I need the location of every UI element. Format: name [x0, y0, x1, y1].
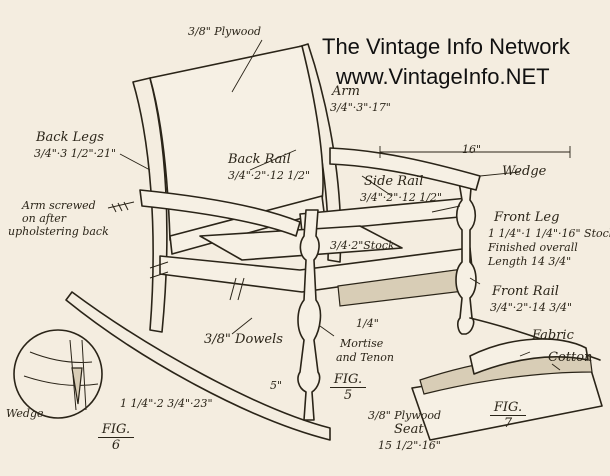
- figure-7-prefix: FIG.: [493, 400, 523, 415]
- label-quarter: 1/4": [356, 317, 379, 330]
- label-arm-screw-2: on after: [22, 212, 67, 225]
- label-arm-screw-1: Arm screwed: [22, 199, 96, 212]
- screw-icon: [107, 201, 135, 213]
- fig6-wedge: [71, 367, 83, 405]
- label-back-legs-dims: 3/4"·3 1/2"·21": [34, 147, 117, 160]
- label-fabric: Fabric: [532, 328, 574, 343]
- label-rocker-dims: 1 1/4"·2 3/4"·23": [120, 397, 213, 410]
- fig6-joint: [23, 339, 99, 411]
- label-five: 5": [270, 379, 283, 392]
- figure-6-number: 6: [98, 437, 134, 453]
- label-side-rail-dims: 3/4"·2"·12 1/2": [360, 191, 443, 204]
- front-leg-left: [297, 209, 322, 421]
- header-url: www.VintageInfo.NET: [336, 64, 550, 89]
- fig7-fabric: [469, 338, 589, 375]
- label-side-rail-title: Side Rail: [364, 174, 424, 189]
- label-dowels: 3/8" Dowels: [204, 332, 283, 347]
- figure-5-caption: FIG. 5: [330, 372, 366, 403]
- label-seat-1: 3/8" Plywood: [368, 409, 442, 422]
- leader-lines: [119, 39, 561, 371]
- label-mortise-2: and Tenon: [336, 351, 394, 364]
- rocker: [65, 291, 331, 441]
- label-cotton: Cotton: [548, 350, 593, 365]
- back-leg-left: [132, 77, 168, 333]
- label-front-leg-1: Front Leg: [494, 210, 560, 225]
- label-back-legs-title: Back Legs: [36, 130, 104, 145]
- label-front-leg-2: 1 1/4"·1 1/4"·16" Stock: [488, 227, 610, 240]
- dimension-16: [379, 146, 571, 158]
- label-wedge-small: Wedge: [6, 407, 44, 420]
- label-wedge: Wedge: [502, 164, 547, 179]
- label-front-rail-title: Front Rail: [492, 284, 559, 299]
- label-back-rail-title: Back Rail: [228, 152, 291, 167]
- label-arm-title: Arm: [332, 84, 360, 99]
- label-seat-2: Seat: [394, 422, 424, 437]
- fig6-detail-circle: [13, 329, 103, 419]
- figure-5-number: 5: [330, 387, 366, 403]
- figure-5-prefix: FIG.: [333, 372, 363, 387]
- figure-6-caption: FIG. 6: [98, 422, 134, 453]
- label-front-rail-dims: 3/4"·2"·14 3/4": [490, 301, 573, 314]
- figure-6-prefix: FIG.: [101, 422, 131, 437]
- label-seat-3: 15 1/2"·16": [378, 439, 441, 452]
- header-title: The Vintage Info Network: [322, 34, 570, 59]
- label-back-rail-dims: 3/4"·2"·12 1/2": [228, 169, 311, 182]
- label-front-leg-4: Length 14 3/4": [488, 255, 572, 268]
- label-plywood-back: 3/8" Plywood: [188, 25, 262, 38]
- label-sixteen: 16": [462, 143, 482, 156]
- label-mortise-1: Mortise: [340, 337, 384, 350]
- figure-7-number: 7: [490, 415, 526, 431]
- front-leg-right: [455, 175, 477, 335]
- label-arm-dims: 3/4"·3"·17": [330, 101, 391, 114]
- figure-7-caption: FIG. 7: [490, 400, 526, 431]
- dowels: [149, 261, 245, 301]
- arm-left: [139, 189, 301, 237]
- label-front-leg-3: Finished overall: [488, 241, 578, 254]
- label-stock: 3/4·2"Stock: [330, 239, 395, 252]
- label-arm-screw-3: upholstering back: [8, 225, 109, 238]
